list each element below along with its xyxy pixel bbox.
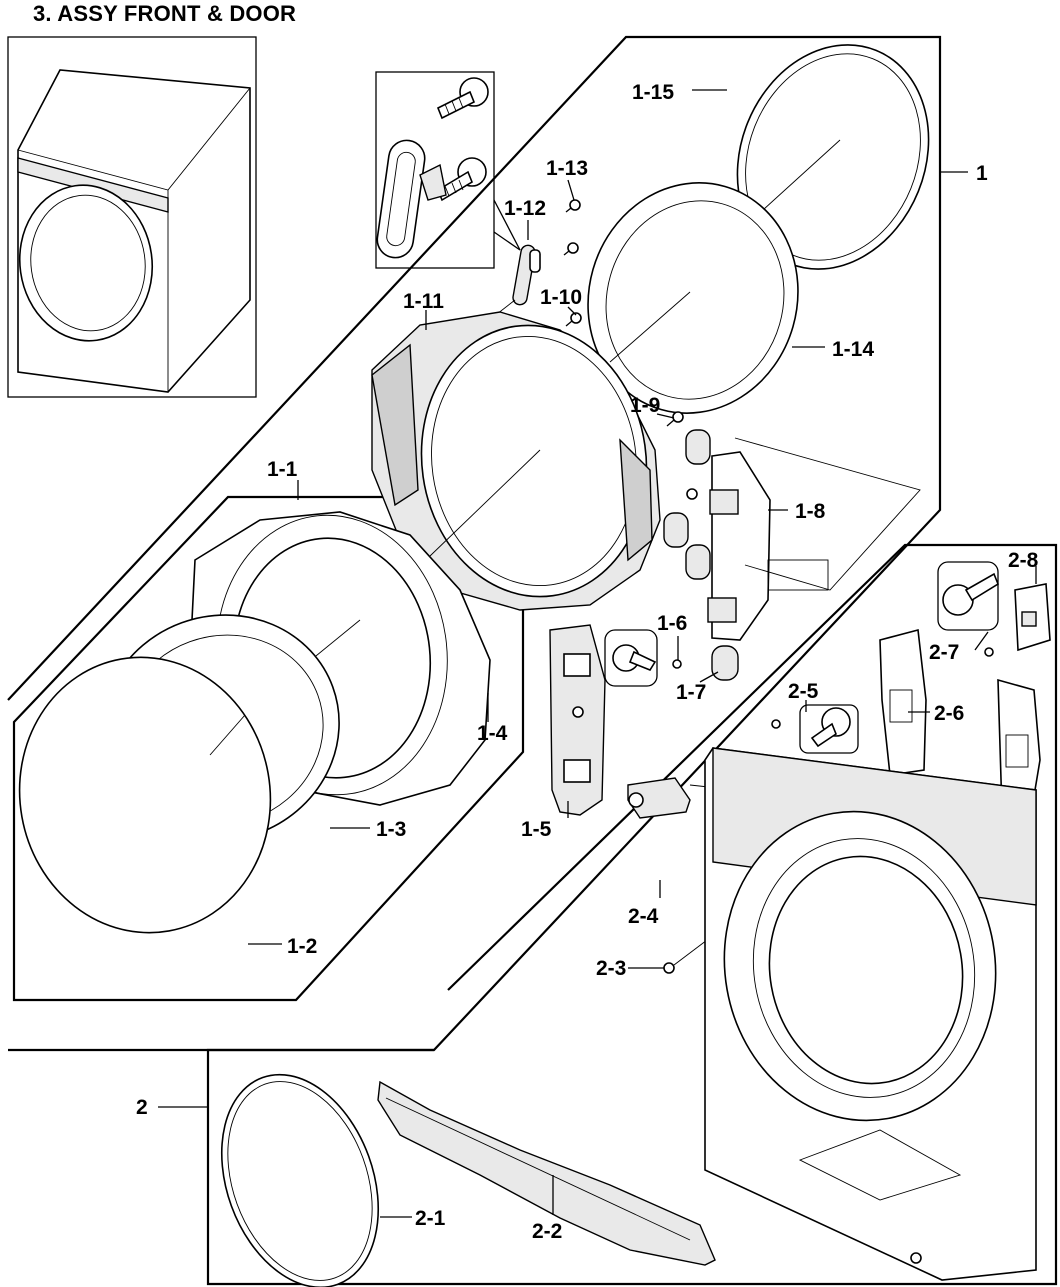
label-1-12: 1-12 (504, 197, 546, 220)
screw-icon (565, 199, 581, 213)
hinge-detail-box (375, 71, 521, 269)
screw-icon (666, 411, 684, 427)
label-1-1: 1-1 (267, 458, 298, 481)
door-glass-1-14 (587, 182, 799, 414)
label-1-7: 1-7 (676, 681, 706, 704)
label-1-3: 1-3 (376, 818, 406, 841)
lock-bracket-1-5 (549, 624, 606, 816)
control-panel-trim-2-2 (377, 1080, 716, 1266)
bushing-1-7 (711, 645, 739, 681)
washer-overview-inset (7, 36, 257, 398)
label-2-3: 2-3 (596, 957, 626, 980)
assembly-2-outline (206, 543, 1058, 1286)
label-2-5: 2-5 (788, 680, 819, 703)
label-2: 2 (136, 1096, 148, 1119)
label-1-15: 1-15 (632, 81, 674, 104)
label-2-1: 2-1 (415, 1207, 446, 1230)
screw-icon (563, 242, 579, 256)
label-2-2: 2-2 (532, 1220, 562, 1243)
label-1-8: 1-8 (795, 500, 826, 523)
label-2-7: 2-7 (929, 641, 959, 664)
bolt-detail-2-7 (937, 561, 999, 657)
label-2-8: 2-8 (1008, 549, 1039, 572)
window-ring-2-1 (220, 1073, 380, 1287)
door-cover-1-2 (18, 656, 272, 934)
callout-labels: 1 1-1 1-2 1-3 1-4 1-5 1-6 1-7 1-8 1-9 1-… (136, 81, 1039, 1243)
label-2-4: 2-4 (628, 905, 659, 928)
bolt-detail-1-6 (604, 629, 682, 687)
screw-icon (436, 77, 489, 120)
front-panel-2 (704, 747, 1037, 1281)
leader-lines (158, 89, 1037, 1218)
label-1: 1 (976, 162, 988, 185)
bolt-detail-2-5 (771, 704, 859, 754)
reinforce-plate-2-6 (879, 628, 1041, 822)
label-1-6: 1-6 (657, 612, 687, 635)
label-1-2: 1-2 (287, 935, 317, 958)
screw-icon (437, 157, 487, 202)
label-1-11: 1-11 (403, 290, 444, 313)
label-1-4: 1-4 (477, 722, 508, 745)
label-1-14: 1-14 (832, 338, 874, 361)
label-2-6: 2-6 (934, 702, 964, 725)
page-title: 3. ASSY FRONT & DOOR (33, 1, 297, 26)
label-1-5: 1-5 (521, 818, 552, 841)
label-1-10: 1-10 (540, 286, 582, 309)
hinge-bracket-1-8 (663, 429, 921, 641)
screw-icon (565, 312, 582, 327)
label-1-13: 1-13 (546, 157, 588, 180)
lock-plate-2-8 (1014, 583, 1051, 652)
assembly-1-1-outline (12, 495, 525, 1002)
door-frame-1-11 (371, 311, 661, 611)
label-1-9: 1-9 (630, 394, 660, 417)
